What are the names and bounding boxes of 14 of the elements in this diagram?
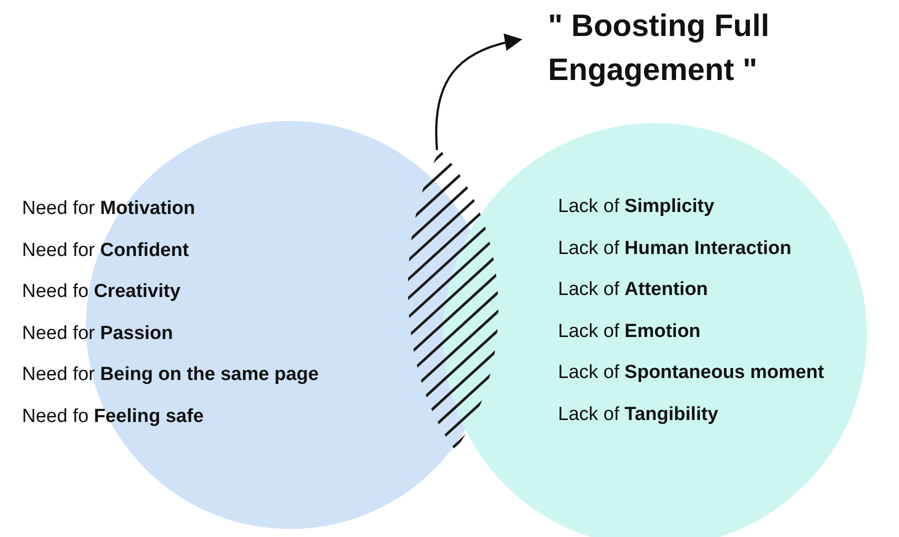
list-item: Lack of Spontaneous moment <box>558 361 824 385</box>
list-item: Need for Passion <box>22 322 174 346</box>
list-item: Need fo Feeling safe <box>22 404 204 428</box>
list-item: Need for Being on the same page <box>22 363 319 387</box>
list-item: Need for Confident <box>22 238 189 262</box>
list-item: Lack of Human Interaction <box>558 236 792 260</box>
list-item: Lack of Simplicity <box>558 195 714 219</box>
list-item: Lack of Attention <box>558 278 708 302</box>
heading: " Boosting Full Engagement " <box>548 7 770 89</box>
list-item: Lack of Tangibility <box>558 402 718 426</box>
curved-arrow <box>435 34 522 150</box>
list-item: Need for Motivation <box>22 197 196 221</box>
list-item: Lack of Emotion <box>558 320 701 344</box>
list-item: Need fo Creativity <box>22 280 180 304</box>
